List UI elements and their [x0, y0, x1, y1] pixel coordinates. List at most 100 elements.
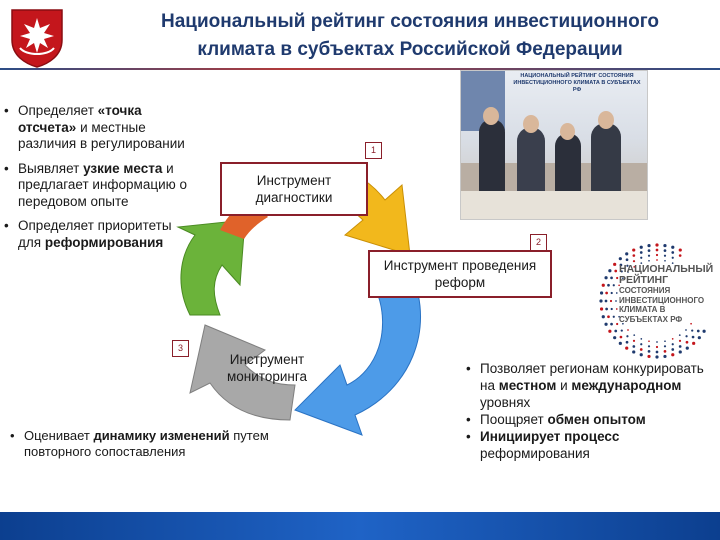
logo-dot	[656, 259, 658, 261]
logo-dot	[655, 345, 659, 349]
logo-dot	[618, 341, 622, 345]
logo-dot	[622, 277, 624, 280]
logo-dot	[671, 343, 674, 346]
logo-dot	[616, 322, 619, 326]
logo-sub-2: ИНВЕСТИЦИОННОГО	[619, 295, 705, 305]
arrow-bottom-right	[294, 274, 421, 436]
logo-title-line-2: РЕЙТИНГ	[619, 274, 669, 286]
logo-dot	[639, 251, 643, 254]
logo-dot	[655, 243, 659, 247]
logo-dot	[692, 341, 696, 345]
logo-dot	[685, 340, 689, 344]
logo-dot	[685, 346, 689, 350]
logo-dot	[632, 350, 636, 354]
logo-dot	[671, 338, 674, 340]
logo-dot	[601, 315, 605, 319]
logo-dot	[610, 291, 613, 295]
logo-dot	[608, 329, 612, 333]
logo-dot	[633, 334, 636, 336]
monitoring-note: Оценивает динамику изменений путем повто…	[10, 428, 300, 460]
list-item: Определяет «точка отсчета» и местные раз…	[4, 103, 194, 153]
logo-dot	[663, 354, 667, 359]
step-3-number: 3	[172, 340, 189, 357]
list-item: Оценивает динамику изменений путем повто…	[10, 428, 300, 460]
logo-dot	[610, 322, 613, 326]
logo-dot	[671, 353, 675, 357]
logo-dot	[678, 254, 682, 257]
logo-dot	[691, 335, 695, 339]
list-item: Выявляет узкие места и предлагает информ…	[4, 161, 194, 211]
logo-dot	[627, 271, 629, 273]
list-item: Определяет приоритеты для реформирования	[4, 218, 194, 251]
logo-dot	[633, 266, 636, 268]
logo-dot	[632, 260, 636, 263]
arrow-left	[176, 219, 246, 316]
logo-dot	[618, 315, 620, 318]
logo-dot	[610, 307, 613, 311]
logo-dot	[655, 355, 659, 359]
logo-dot	[632, 248, 636, 252]
logo-dot	[618, 257, 622, 261]
logo-dot	[604, 299, 608, 303]
logo-dot	[625, 340, 629, 344]
logo-dot	[607, 315, 610, 319]
logo-dot	[647, 345, 651, 348]
logo-dot	[632, 254, 636, 257]
logo-dot	[655, 350, 659, 354]
logo-dot	[620, 329, 623, 332]
logo-sub-3: КЛИМАТА В СУБЪЕКТАХ РФ	[619, 305, 683, 324]
step-3-box: Инструмент мониторинга	[227, 352, 307, 384]
logo-dot	[671, 245, 675, 249]
logo-dot	[619, 335, 623, 339]
logo-dot	[620, 270, 623, 273]
logo-dot	[678, 350, 682, 354]
logo-dot	[648, 340, 650, 343]
logo-dot	[604, 322, 608, 326]
step-1-number: 1	[365, 142, 382, 159]
list-item: Поощряет обмен опытом	[466, 411, 716, 428]
logo-title-line-1: НАЦИОНАЛЬНЫЙ	[619, 263, 714, 275]
logo-dot	[663, 249, 667, 252]
logo-dot	[678, 334, 681, 336]
logo-dot	[647, 254, 651, 257]
photo-caption: НАЦИОНАЛЬНЫЙ РЕЙТИНГ СОСТОЯНИЯ ИНВЕСТИЦИ…	[513, 73, 641, 93]
logo-dot	[616, 276, 619, 280]
logo-dot	[685, 329, 687, 331]
step-1-box: Инструмент диагностики	[220, 162, 368, 216]
logo-dot	[678, 248, 682, 252]
logo-dot	[640, 338, 643, 340]
logo-dot	[612, 315, 615, 318]
arrow-bottom	[189, 324, 296, 421]
diagnostics-benefits-list: Определяет «точка отсчета» и местные раз…	[4, 103, 194, 259]
logo-dot	[614, 269, 618, 273]
logo-dot	[610, 276, 613, 280]
logo-dot	[663, 254, 667, 257]
logo-dot	[607, 283, 610, 287]
logo-dot	[702, 329, 706, 333]
logo-dot	[678, 345, 682, 348]
logo-dot	[663, 350, 667, 353]
logo-dot	[671, 256, 674, 259]
list-item: Инициирует процесс реформирования	[466, 428, 716, 462]
logo-dot	[639, 353, 643, 357]
logo-dot	[690, 322, 692, 325]
logo-sub-1: СОСТОЯНИЯ	[619, 286, 671, 295]
rating-logo-text: НАЦИОНАЛЬНЫЙ РЕЙТИНГ СОСТОЯНИЯ ИНВЕСТИЦИ…	[619, 263, 714, 324]
logo-dot	[604, 276, 608, 280]
logo-dot	[615, 300, 617, 302]
logo-dot	[640, 343, 643, 346]
logo-dot	[625, 258, 629, 262]
logo-dot	[648, 259, 650, 262]
logo-dot	[664, 259, 666, 262]
logo-dot	[647, 249, 651, 252]
step-2-box: Инструмент проведения реформ	[368, 250, 552, 298]
logo-dot	[697, 336, 701, 340]
logo-dot	[622, 322, 624, 325]
logo-dot	[608, 269, 612, 273]
logo-dot	[685, 335, 688, 338]
logo-dot	[625, 346, 629, 350]
logo-dot	[619, 263, 623, 267]
logo-dot	[655, 248, 659, 252]
logo-dot	[671, 348, 675, 351]
logo-dot	[678, 339, 682, 342]
